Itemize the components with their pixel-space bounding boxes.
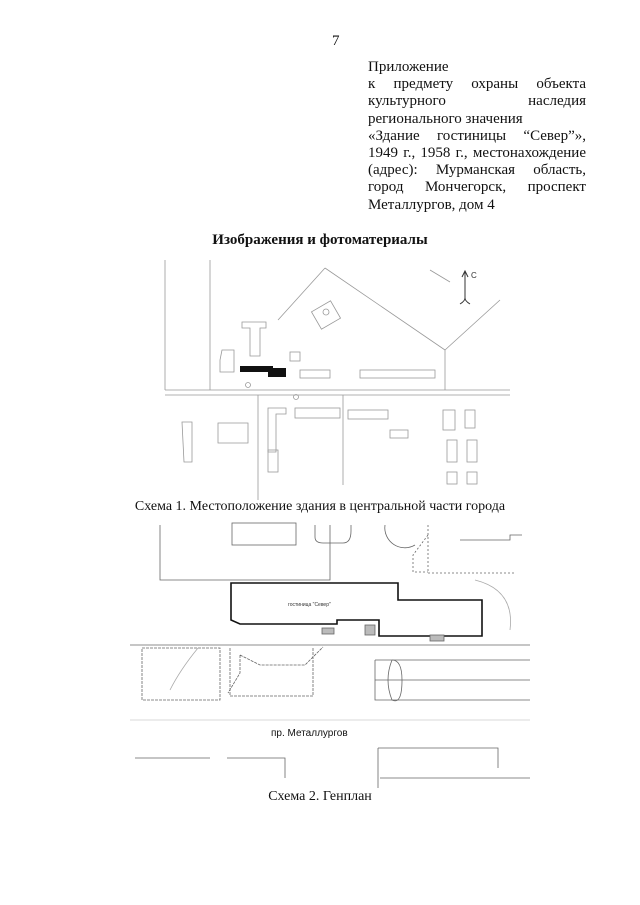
hotel-building-outline xyxy=(230,582,483,637)
appendix-line: Приложение xyxy=(368,59,449,75)
north-arrow-icon xyxy=(459,269,471,305)
appendix-line: культурного наследия xyxy=(368,93,586,110)
north-label: С xyxy=(471,271,477,280)
scheme-2-caption: Схема 2. Генплан xyxy=(268,789,372,804)
appendix-line: город Мончегорск, проспект xyxy=(368,179,586,196)
scheme-2-site-plan: гостиница "Север" пр. Металлургов xyxy=(130,522,530,788)
appendix-line: Металлургов, дом 4 xyxy=(368,196,495,213)
hotel-label: гостиница "Север" xyxy=(288,602,331,608)
appendix-header: Приложение к предмету охраны объекта кул… xyxy=(368,59,586,214)
appendix-line: 1949 г., 1958 г., местонахождение xyxy=(368,145,586,162)
appendix-line: к предмету охраны объекта xyxy=(368,76,586,93)
appendix-line: регионального значения xyxy=(368,110,523,127)
hotel-building-marker xyxy=(240,366,286,377)
page-number: 7 xyxy=(332,33,340,49)
section-heading: Изображения и фотоматериалы xyxy=(212,232,428,248)
scheme-1-location-map: С xyxy=(164,260,510,500)
appendix-line: «Здание гостиницы “Север”», xyxy=(368,127,586,144)
scheme-1-caption: Схема 1. Местоположение здания в централ… xyxy=(134,499,506,514)
appendix-line: (адрес): Мурманская область, xyxy=(368,162,586,179)
street-label: пр. Металлургов xyxy=(271,728,348,739)
